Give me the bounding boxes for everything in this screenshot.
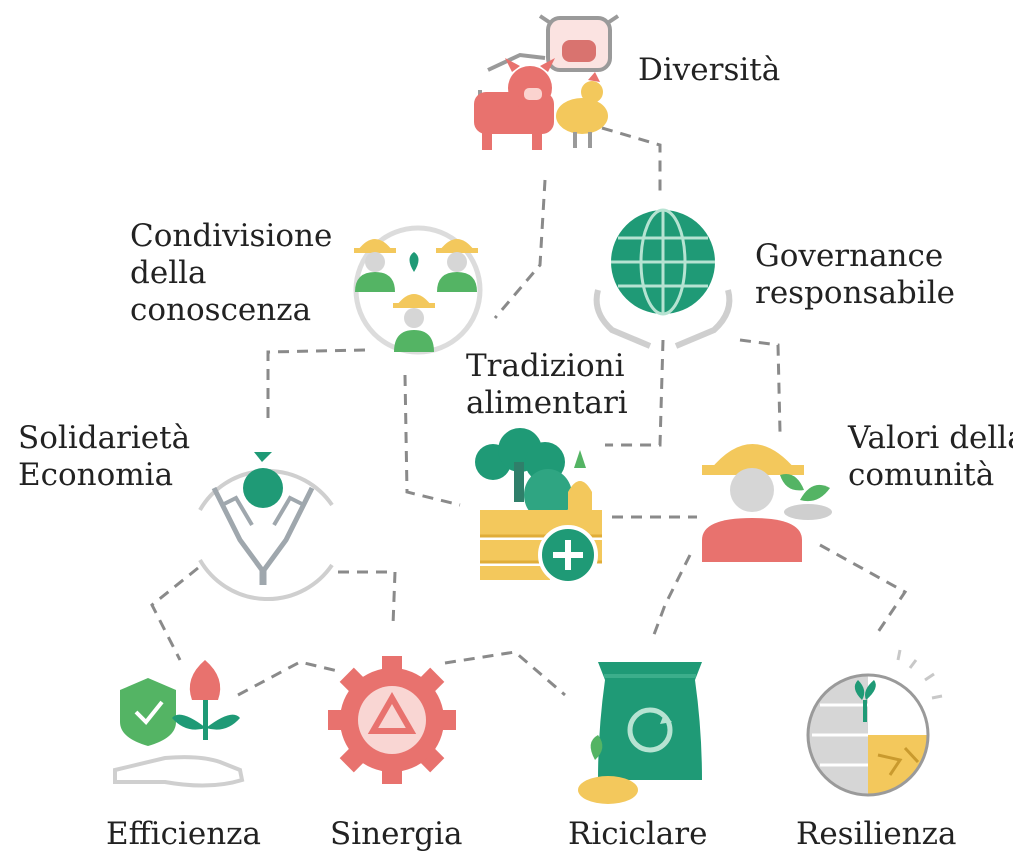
label-line: Valori della [848, 420, 1013, 456]
label-line: Sinergia [330, 816, 463, 852]
label-line: Tradizioni [466, 348, 625, 384]
label-line: della [130, 255, 207, 291]
globe-drought-icon [806, 649, 943, 797]
connector-diversita-governance [601, 126, 662, 195]
farmer-figure-left [354, 239, 396, 292]
label-line: Efficienza [106, 816, 261, 852]
label-line: conoscenza [130, 292, 312, 328]
label-line: Diversità [638, 52, 781, 88]
food-basket-icon [475, 428, 602, 585]
farmer-with-seedling-icon [702, 444, 832, 562]
label-diversita: Diversità [638, 52, 780, 89]
label-sinergia: Sinergia [330, 816, 463, 853]
label-line: Governance [755, 238, 944, 274]
recycle-gear-icon [328, 656, 456, 784]
connector-governance-valori [739, 338, 782, 433]
label-efficienza: Efficienza [106, 816, 261, 853]
label-line: Economia [18, 457, 174, 493]
connector-governance-tradizioni [605, 339, 665, 447]
connector-diversita-condivisione [493, 179, 547, 319]
label-riciclare: Riciclare [568, 816, 707, 853]
connector-condivisione-tradizioni [403, 374, 461, 507]
farm-animals-icon [474, 14, 620, 150]
label-line: alimentari [466, 385, 628, 421]
label-tradizioni: Tradizioni alimentari [466, 348, 628, 422]
connector-valori-resilienza [819, 543, 908, 633]
label-line: responsabile [755, 275, 955, 311]
label-line: Solidarietà [18, 420, 191, 456]
label-line: Condivisione [130, 218, 333, 254]
compost-bag-icon [578, 662, 702, 804]
label-line: Resilienza [796, 816, 957, 852]
label-governance: Governance responsabile [755, 238, 955, 312]
label-resilienza: Resilienza [796, 816, 956, 853]
connectors [150, 126, 908, 697]
label-valori: Valori della comunità [848, 420, 1013, 494]
connector-efficienza-sinergia [237, 660, 343, 697]
shield-flower-hand-icon [113, 660, 245, 788]
connector-solidarieta-sinergia [338, 570, 397, 626]
label-condivisione: Condivisione della conoscenza [130, 218, 332, 329]
globe-in-hands-icon [593, 208, 733, 349]
label-line: comunità [848, 457, 995, 493]
knowledge-sharing-farmers-icon [353, 225, 483, 355]
connector-valori-riciclare [650, 554, 692, 641]
connector-solidarieta-efficienza [150, 566, 199, 661]
money-bag-in-hands-icon [198, 452, 334, 601]
connector-sinergia-riciclare [444, 650, 566, 697]
connector-condivisione-solidarieta [266, 348, 366, 418]
farmer-figure-right [436, 239, 478, 292]
farmer-figure-bottom [393, 294, 435, 352]
label-line: Riciclare [568, 816, 708, 852]
label-solidarieta: Solidarietà Economia [18, 420, 190, 494]
